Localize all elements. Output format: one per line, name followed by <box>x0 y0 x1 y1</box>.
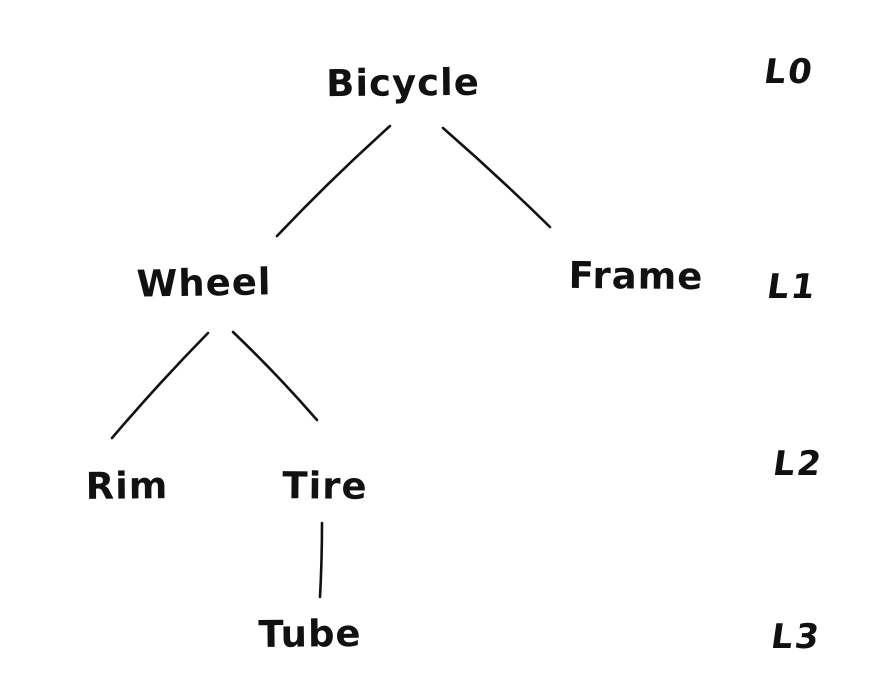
node-tube: Tube <box>258 612 362 656</box>
node-rim: Rim <box>85 464 169 508</box>
level-label-l1: L1 <box>764 267 820 307</box>
node-frame: Frame <box>568 253 704 299</box>
edge-wheel-tire <box>231 330 319 422</box>
edge-bicycle-wheel <box>275 124 392 238</box>
edge-bicycle-frame <box>441 126 552 229</box>
node-bicycle: Bicycle <box>325 60 481 106</box>
node-wheel: Wheel <box>136 260 272 306</box>
edge-wheel-rim <box>110 331 210 440</box>
node-tire: Tire <box>282 464 368 508</box>
level-label-l2: L2 <box>770 444 826 484</box>
edge-tire-tube <box>318 521 324 599</box>
level-label-l0: L0 <box>761 52 817 92</box>
level-label-l3: L3 <box>768 617 824 657</box>
